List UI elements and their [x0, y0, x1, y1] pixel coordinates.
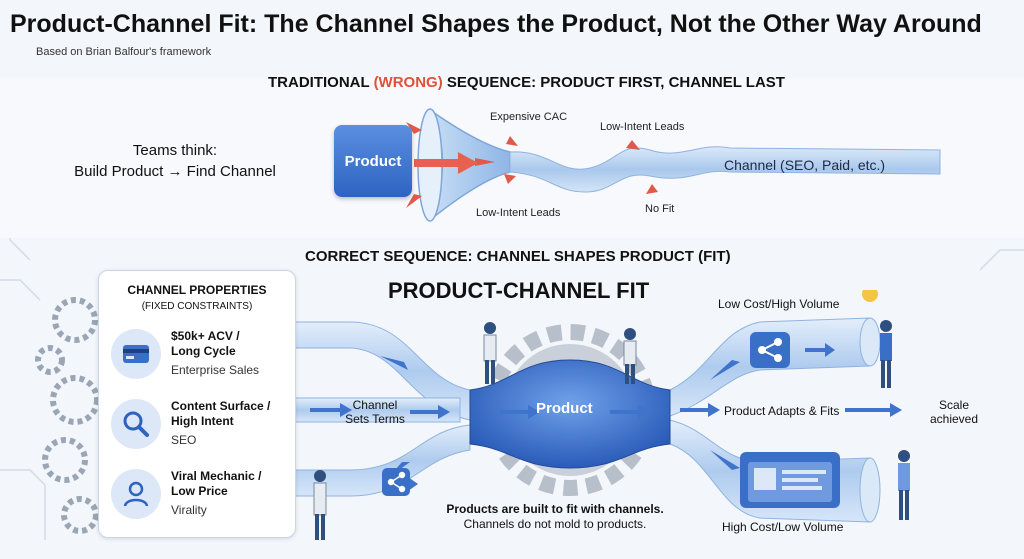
red-input-arrow-icon [414, 152, 478, 174]
property-sub: Virality [171, 503, 207, 517]
scale-achieved: Scale achieved [924, 398, 984, 426]
note-line2: Channels do not mold to products. [463, 517, 647, 531]
product-blob [469, 359, 671, 469]
red-arrow-icon [646, 184, 658, 194]
property-title-line2: High Intent [171, 414, 234, 428]
channel-properties-card: CHANNEL PROPERTIES (FIXED CONSTRAINTS) $… [98, 270, 296, 538]
wrong-label: (WRONG) [373, 74, 443, 91]
gear-icon [50, 375, 100, 425]
red-arrow-icon [475, 158, 495, 166]
scale-line1: Scale [938, 398, 970, 412]
teams-think: Teams think: Build Product → Find Channe… [60, 140, 290, 182]
page-title: Product-Channel Fit: The Channel Shapes … [10, 10, 982, 38]
gears-decoration [35, 297, 100, 534]
property-title-line1: Content Surface / [171, 399, 271, 413]
pipe-seo [290, 397, 461, 423]
product-box-traditional: Product [334, 125, 412, 197]
correct-heading: CORRECT SEQUENCE: CHANNEL SHAPES PRODUCT… [305, 248, 731, 265]
gear-icon [61, 496, 99, 534]
red-arrow-icon [406, 122, 422, 134]
red-arrow-icon [504, 174, 516, 184]
traditional-heading: TRADITIONAL (WRONG) SEQUENCE: PRODUCT FI… [268, 74, 785, 91]
teams-line-2: Build Product → Find Channel [74, 163, 276, 180]
low-cost-label: Low Cost/High Volume [718, 297, 840, 311]
low-intent-top-label: Low-Intent Leads [600, 121, 685, 133]
heading-post: SEQUENCE: PRODUCT FIRST, CHANNEL LAST [442, 74, 785, 91]
property-title-line2: Low Price [171, 484, 228, 498]
note-line1: Products are built to fit with channels. [446, 502, 664, 516]
property-sub: Enterprise Sales [171, 363, 260, 377]
heading-pre: TRADITIONAL [268, 74, 374, 91]
property-title-line2: Long Cycle [171, 344, 236, 358]
red-arrow-icon [626, 140, 640, 150]
channel-sets-terms-line1: Channel [352, 398, 398, 412]
high-cost-label: High Cost/Low Volume [722, 520, 844, 534]
channel-label: Channel (SEO, Paid, etc.) [724, 157, 886, 173]
lightbulb-icon [862, 290, 878, 302]
page-subtitle: Based on Brian Balfour's framework [36, 46, 212, 58]
pipe-viral [290, 424, 471, 497]
pcf-pipe-diagram [290, 290, 910, 540]
adapts-fits-label: Product Adapts & Fits [724, 404, 840, 418]
property-title: Content Surface / High Intent [171, 399, 270, 429]
magnifier-icon [111, 399, 161, 449]
people-figures [313, 320, 910, 540]
property-sub: SEO [171, 433, 197, 447]
property-title: Viral Mechanic / Low Price [171, 469, 262, 499]
property-seo: Content Surface / High Intent SEO [111, 397, 291, 459]
teams-line-1: Teams think: [132, 142, 218, 159]
pcf-title: PRODUCT-CHANNEL FIT [388, 278, 650, 303]
gear-icon [42, 437, 88, 483]
property-virality: Viral Mechanic / Low Price Virality [111, 467, 291, 529]
expensive-cac-label: Expensive CAC [490, 111, 568, 123]
fit-note: Products are built to fit with channels.… [440, 502, 670, 532]
gear-icon [52, 297, 98, 343]
property-enterprise: $50k+ ACV / Long Cycle Enterprise Sales [111, 327, 291, 389]
funnel-pipe-diagram [406, 108, 941, 222]
channel-pipe [509, 146, 941, 193]
channel-sets-terms-line2: Sets Terms [345, 412, 405, 426]
property-title-line1: $50k+ ACV / [171, 329, 240, 343]
low-intent-bottom-label: Low-Intent Leads [476, 207, 561, 219]
no-fit-label: No Fit [645, 203, 675, 215]
red-arrow-icon [506, 136, 518, 146]
share-box-small-icon [382, 468, 410, 496]
property-title-line1: Viral Mechanic / [171, 469, 262, 483]
user-icon [111, 469, 161, 519]
channel-sets-terms: Channel Sets Terms [340, 398, 410, 426]
gear-icon [35, 345, 65, 375]
red-arrow-icon [406, 194, 422, 208]
property-title: $50k+ ACV / Long Cycle [171, 329, 240, 359]
credit-card-icon [111, 329, 161, 379]
product-label-correct: Product [536, 400, 593, 417]
scale-line2: achieved [929, 412, 979, 426]
channel-properties-subtitle: (FIXED CONSTRAINTS) [141, 301, 253, 312]
channel-properties-title: CHANNEL PROPERTIES [127, 283, 267, 297]
share-box-top-icon [750, 332, 790, 368]
